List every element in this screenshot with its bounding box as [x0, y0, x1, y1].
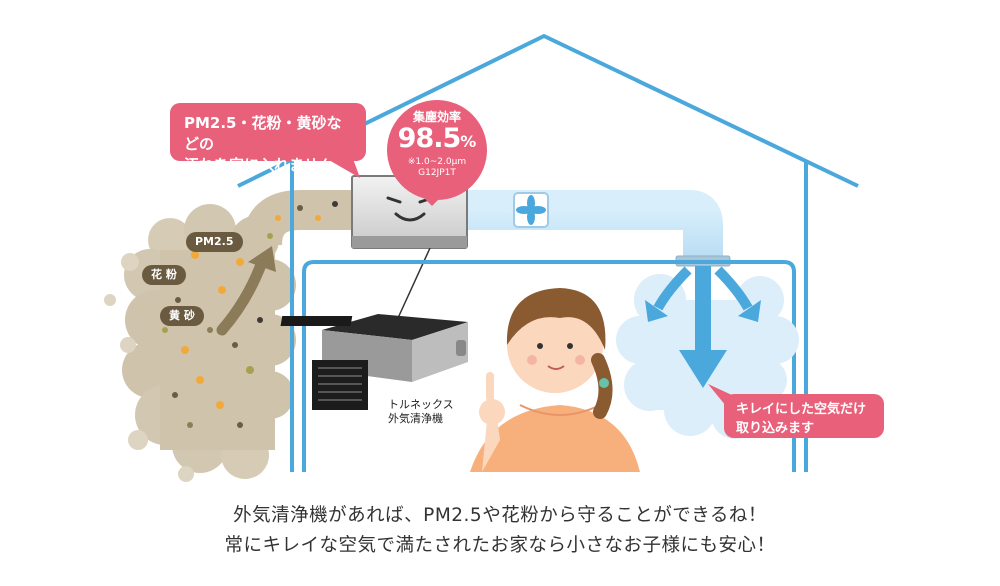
- air-purifier-unit: [280, 314, 468, 410]
- caption-line1: 外気清浄機があれば、PM2.5や花粉から守ることができるね！: [233, 505, 767, 526]
- efficiency-note-range: ※1.0~2.0μm: [407, 157, 467, 167]
- device-label: トルネックス 外気清浄機: [388, 398, 454, 426]
- device-label-name: 外気清浄機: [388, 412, 443, 425]
- protect-callout-line2: 汚れを家に入れません: [184, 156, 334, 174]
- protect-callout: PM2.5・花粉・黄砂などの 汚れを家に入れません: [170, 103, 366, 174]
- tag-yellow-sand: 黄 砂: [160, 306, 204, 326]
- efficiency-badge-tail: [420, 194, 444, 206]
- tag-pollen: 花 粉: [142, 265, 186, 285]
- caption: 外気清浄機があれば、PM2.5や花粉から守ることができるね！ 常にキレイな空気で…: [0, 501, 1000, 561]
- clean-air-callout-line1: キレイにした空気だけ: [736, 402, 867, 417]
- clean-air-callout-line2: 取り込みます: [736, 421, 815, 436]
- protect-callout-tail: [322, 156, 360, 178]
- clean-air-arrows: [645, 266, 761, 388]
- clean-air-callout: キレイにした空気だけ 取り込みます: [724, 394, 884, 438]
- fan-icon: [513, 192, 549, 228]
- girl-illustration: [470, 288, 640, 472]
- tag-pm25: PM2.5: [186, 232, 243, 252]
- efficiency-note-model: G12JP1T: [418, 168, 456, 178]
- pollutant-particles: [162, 251, 265, 428]
- protect-callout-line1: PM2.5・花粉・黄砂などの: [184, 114, 342, 153]
- efficiency-badge: 集塵効率 98.5% ※1.0~2.0μm G12JP1T: [387, 100, 487, 200]
- efficiency-value: 98.5%: [397, 123, 477, 154]
- efficiency-label: 集塵効率: [412, 110, 461, 124]
- duct-clean: [467, 190, 723, 262]
- clean-air-callout-tail: [708, 384, 734, 406]
- intake-arrow: [216, 256, 268, 336]
- caption-line2: 常にキレイな空気で満たされたお家なら小さなお子様にも安心！: [224, 535, 776, 556]
- device-label-brand: トルネックス: [388, 398, 454, 411]
